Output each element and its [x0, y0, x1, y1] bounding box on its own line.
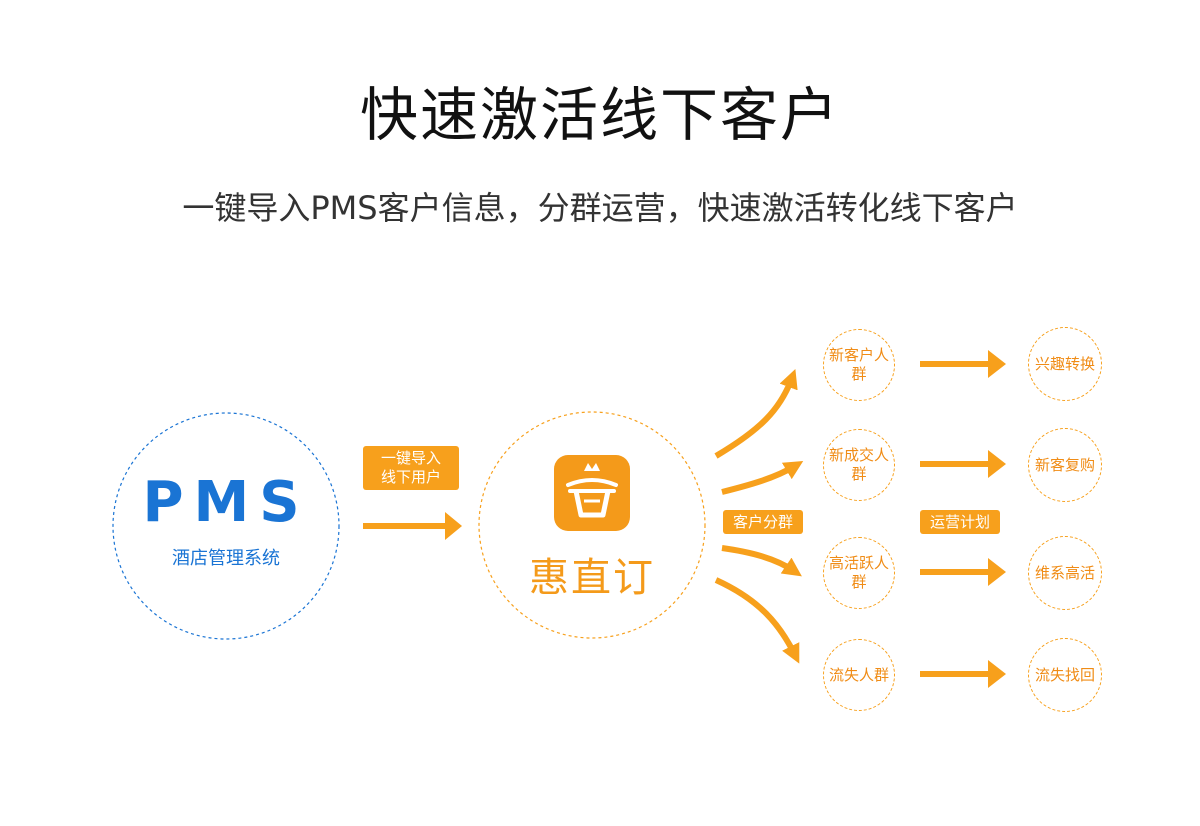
branch-arrow-2 — [721, 461, 804, 495]
action-arrow-3 — [920, 558, 1006, 586]
action-arrow-1 — [920, 350, 1006, 378]
action-circle-interest-conversion: 兴趣转换 — [1028, 327, 1102, 401]
action-label: 新客复购 — [1034, 455, 1095, 474]
action-arrow-2 — [920, 450, 1006, 478]
plan-tag: 运营计划 — [920, 510, 1000, 534]
action-label: 维系高活 — [1034, 563, 1095, 582]
pms-name: PMS — [142, 470, 310, 535]
page-title: 快速激活线下客户 — [359, 81, 840, 149]
action-label: 流失找回 — [1034, 665, 1095, 684]
pms-circle — [112, 412, 340, 640]
branch-arrow-1 — [714, 369, 798, 459]
pms-description: 酒店管理系统 — [172, 548, 280, 569]
segment-tag: 客户分群 — [723, 510, 803, 534]
brand-name: 惠直订 — [529, 555, 655, 601]
branch-arrow-4 — [714, 577, 800, 664]
branch-arrow-3 — [721, 545, 802, 577]
group-circle-high-active: 高活跃人群 — [823, 537, 895, 609]
group-label: 流失人群 — [829, 665, 890, 684]
group-circle-new-deals: 新成交人群 — [823, 429, 895, 501]
action-circle-winback: 流失找回 — [1028, 638, 1102, 712]
group-label: 新客户人群 — [829, 346, 890, 383]
page-subtitle: 一键导入PMS客户信息，分群运营，快速激活转化线下客户 — [182, 189, 1018, 227]
action-circle-retain-active: 维系高活 — [1028, 536, 1102, 610]
group-label: 新成交人群 — [829, 446, 890, 483]
import-tag-line1: 一键导入 — [380, 449, 441, 467]
brand-circle — [478, 411, 706, 639]
import-tag: 一键导入 线下用户 — [363, 446, 459, 490]
group-circle-new-customers: 新客户人群 — [823, 329, 895, 401]
action-circle-repurchase: 新客复购 — [1028, 428, 1102, 502]
action-label: 兴趣转换 — [1034, 354, 1095, 373]
group-circle-churned: 流失人群 — [823, 639, 895, 711]
import-arrow — [363, 512, 462, 540]
action-arrow-4 — [920, 660, 1006, 688]
basket-logo-icon — [554, 455, 630, 531]
import-tag-line2: 线下用户 — [380, 468, 441, 486]
group-label: 高活跃人群 — [829, 554, 890, 591]
